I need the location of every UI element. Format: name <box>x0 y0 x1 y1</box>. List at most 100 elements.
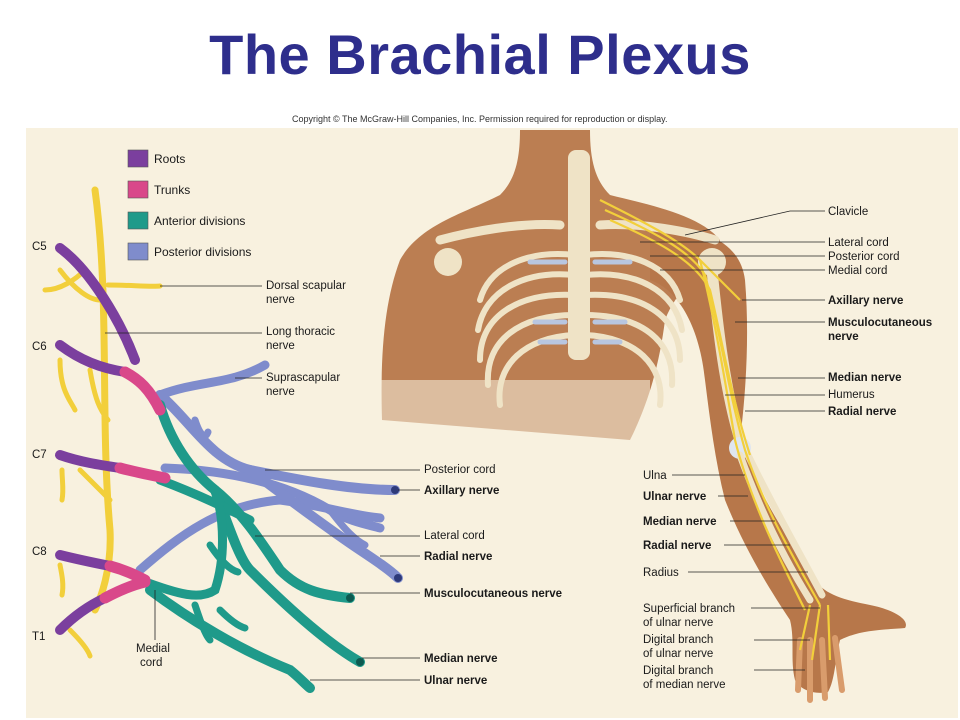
label-dig-branch-median-1: Digital branch <box>643 665 713 677</box>
legend: Roots Trunks Anterior divisions Posterio… <box>127 149 251 261</box>
humerus-bone <box>706 264 746 446</box>
nerve-branch-yellow <box>57 562 66 598</box>
legend-swatch-anterior <box>127 211 149 230</box>
page-title: The Brachial Plexus <box>209 23 751 86</box>
label-long-thoracic-1: Long thoracic <box>266 326 335 338</box>
torso-fade <box>380 380 650 460</box>
legend-swatch-posterior <box>127 242 149 261</box>
label-medial-cord-right: Medial cord <box>828 265 887 277</box>
anterior-branch <box>216 606 249 632</box>
label-posterior-cord-right: Posterior cord <box>828 251 900 263</box>
root-label-c7: C7 <box>32 449 47 461</box>
root-c5-path <box>55 243 140 365</box>
right-leader-lines <box>640 210 825 671</box>
posterior-branch <box>326 506 369 549</box>
label-suprascapular-1: Suprascapular <box>266 372 340 384</box>
root-label-c8: C8 <box>32 546 47 558</box>
radius-bone <box>744 451 826 599</box>
costal-cartilage <box>527 259 633 345</box>
torso-skin <box>381 130 720 440</box>
root-t1-path <box>55 593 110 635</box>
label-median-nerve: Median nerve <box>424 653 498 665</box>
suprascapular-nerve-path <box>155 360 270 400</box>
label-median-nerve-right: Median nerve <box>828 372 902 384</box>
fingers <box>795 635 845 703</box>
left-labels: Dorsal scapular nerve Long thoracic nerv… <box>136 280 562 687</box>
label-ulnar-nerve-right: Ulnar nerve <box>643 491 706 503</box>
label-musculocutaneous-right-1: Musculocutaneous <box>828 317 932 329</box>
label-posterior-cord: Posterior cord <box>424 464 496 476</box>
nerve-end-cap <box>346 594 354 602</box>
arm-nerves <box>599 199 832 661</box>
upper-trunk-path <box>119 366 166 416</box>
root-label-c5: C5 <box>32 241 47 253</box>
nerve-branch-yellow <box>57 357 78 413</box>
label-axillary-nerve-right: Axillary nerve <box>828 295 903 307</box>
ulnar-nerve-path <box>145 585 315 693</box>
nerve-end-cap <box>394 574 402 582</box>
root-c7-path <box>55 450 125 473</box>
label-dorsal-scapular-1: Dorsal scapular <box>266 280 346 292</box>
clavicle-right <box>595 219 720 245</box>
left-leader-lines <box>105 285 420 681</box>
label-lateral-cord: Lateral cord <box>424 530 485 542</box>
label-dig-branch-ulnar-1: Digital branch <box>643 634 713 646</box>
dorsal-scapular-nerve-path <box>105 282 163 289</box>
sternum <box>568 150 590 360</box>
median-nerve-path <box>210 485 365 667</box>
rib-cage <box>475 251 685 408</box>
copyright-notice: Copyright © The McGraw-Hill Companies, I… <box>292 114 668 124</box>
posterior-branch <box>191 416 212 440</box>
label-radial-nerve-forearm: Radial nerve <box>643 540 711 552</box>
label-medial-cord-1: Medial <box>136 643 170 655</box>
shoulder-joint-left <box>434 248 462 276</box>
label-suprascapular-2: nerve <box>266 386 295 398</box>
root-labels: C5 C6 C7 C8 T1 <box>32 241 47 643</box>
label-sup-branch-ulnar-2: of ulnar nerve <box>643 617 713 629</box>
label-humerus: Humerus <box>828 389 875 401</box>
right-labels: Clavicle Lateral cord Posterior cord Med… <box>643 206 932 691</box>
label-ulnar-nerve: Ulnar nerve <box>424 675 487 687</box>
plexus-schematic <box>42 186 403 693</box>
label-musculocutaneous-nerve: Musculocutaneous nerve <box>424 588 562 600</box>
posterior-division-path <box>160 463 385 533</box>
middle-trunk-path <box>114 462 171 484</box>
label-lateral-cord-right: Lateral cord <box>828 237 889 249</box>
shoulder-joint-right <box>698 248 726 276</box>
label-ulna: Ulna <box>643 470 667 482</box>
label-clavicle: Clavicle <box>828 206 868 218</box>
nerve-branch-yellow <box>57 267 103 303</box>
lower-trunk-path <box>99 576 151 604</box>
root-label-c6: C6 <box>32 341 47 353</box>
label-musculocutaneous-right-2: nerve <box>828 331 859 343</box>
label-radial-nerve: Radial nerve <box>424 551 492 563</box>
label-dig-branch-ulnar-2: of ulnar nerve <box>643 648 713 660</box>
posterior-division-path <box>135 495 385 575</box>
label-long-thoracic-2: nerve <box>266 340 295 352</box>
nerve-end-cap <box>391 486 399 494</box>
label-dorsal-scapular-2: nerve <box>266 294 295 306</box>
legend-label-roots: Roots <box>154 152 185 166</box>
root-c8-path <box>55 550 115 571</box>
legend-label-trunks: Trunks <box>154 183 190 197</box>
label-dig-branch-median-2: of median nerve <box>643 679 725 691</box>
label-medial-cord-2: cord <box>140 657 162 669</box>
label-axillary-nerve: Axillary nerve <box>424 485 499 497</box>
label-sup-branch-ulnar-1: Superficial branch <box>643 603 735 615</box>
nerve-branch-yellow <box>77 467 113 503</box>
nerve-branch-yellow <box>67 627 93 659</box>
anterior-division-path <box>135 485 227 600</box>
nerve-end-cap <box>356 658 364 666</box>
label-radius: Radius <box>643 567 679 579</box>
root-c6-path <box>55 340 130 377</box>
legend-swatch-roots <box>127 149 149 168</box>
legend-label-anterior: Anterior divisions <box>154 214 245 228</box>
anterior-branch <box>206 541 242 576</box>
legend-swatch-trunks <box>127 180 149 199</box>
nerve-branch-yellow <box>87 367 111 423</box>
anterior-branch <box>191 601 214 644</box>
legend-label-posterior: Posterior divisions <box>154 245 251 259</box>
clavicle-left <box>435 220 565 245</box>
ulna-bone <box>736 451 814 604</box>
